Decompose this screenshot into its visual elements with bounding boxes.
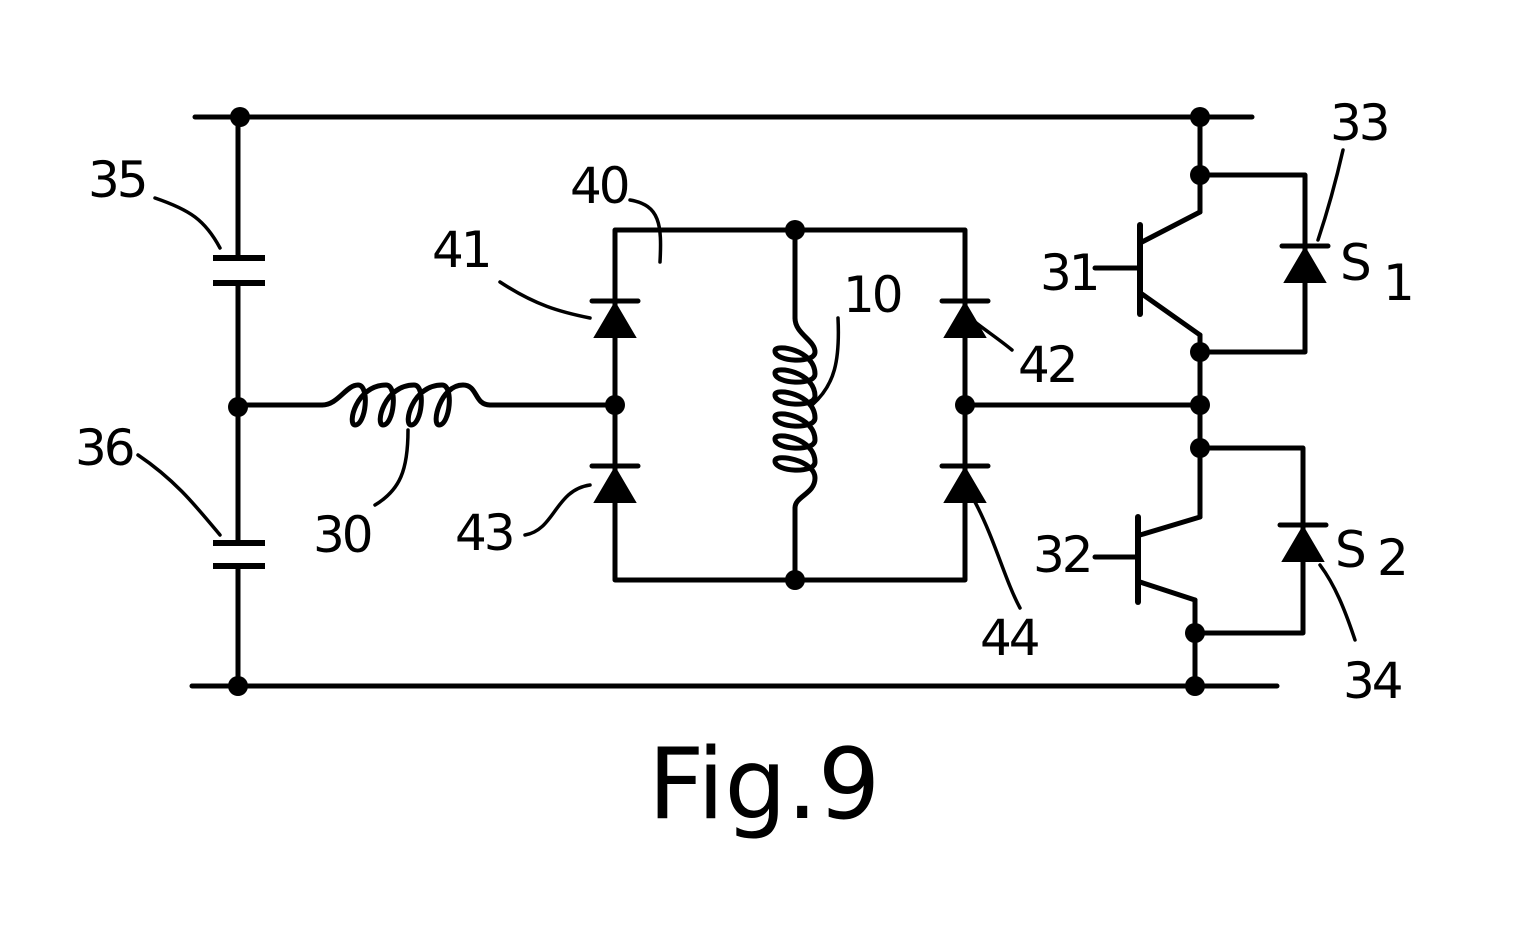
junction-dot — [605, 395, 625, 415]
junction-dot — [785, 220, 805, 240]
label-42: 42 — [1018, 336, 1076, 394]
figure-caption: Fig.9 — [648, 728, 880, 842]
junction-dot — [1190, 395, 1210, 415]
label-30: 30 — [313, 506, 371, 564]
label-34: 34 — [1343, 652, 1401, 710]
label-36: 36 — [75, 419, 133, 477]
diode-43 — [592, 466, 638, 502]
label-32: 32 — [1033, 526, 1091, 584]
diode-42 — [942, 301, 988, 337]
transistor-31 — [1095, 212, 1200, 335]
junction-dot — [1190, 165, 1210, 185]
label-s2: S — [1335, 521, 1364, 579]
junction-dot — [1190, 107, 1210, 127]
junction-dot — [230, 107, 250, 127]
junction-dot — [785, 570, 805, 590]
diode-41 — [592, 301, 638, 337]
junction-dot — [228, 676, 248, 696]
junction-dots — [228, 107, 1210, 696]
label-s1: S — [1340, 234, 1369, 292]
label-33: 33 — [1330, 94, 1388, 152]
label-41: 41 — [432, 221, 490, 279]
capacitor-36 — [213, 543, 265, 566]
label-31: 31 — [1040, 244, 1098, 302]
diode-33-branch — [1200, 175, 1328, 352]
label-10: 10 — [843, 266, 901, 324]
label-35: 35 — [88, 151, 146, 209]
inductor-10 — [775, 230, 815, 580]
inductor-30 — [238, 385, 615, 425]
label-40: 40 — [570, 157, 628, 215]
label-43: 43 — [455, 504, 513, 562]
capacitor-35 — [213, 258, 265, 283]
junction-dot — [1190, 342, 1210, 362]
junction-dot — [1185, 676, 1205, 696]
transistor-32 — [1095, 517, 1200, 602]
junction-dot — [1190, 438, 1210, 458]
diode-44 — [942, 466, 988, 502]
label-s2-subscript: 2 — [1377, 529, 1406, 587]
diode-34-branch — [1195, 448, 1326, 633]
label-s1-subscript: 1 — [1383, 254, 1412, 312]
label-44: 44 — [980, 609, 1038, 667]
junction-dot — [228, 397, 248, 417]
junction-dot — [1185, 623, 1205, 643]
junction-dot — [955, 395, 975, 415]
